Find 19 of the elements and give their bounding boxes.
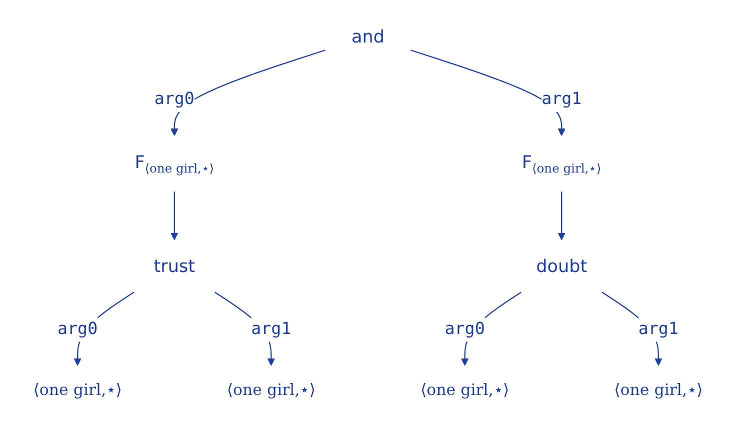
node-text: and (352, 26, 384, 48)
edge-label: arg1 (542, 90, 582, 109)
edge-label: arg0 (444, 319, 485, 339)
arrow (558, 192, 566, 240)
arrow (410, 50, 566, 136)
edge-label: arg1 (251, 319, 292, 339)
node-text: ⟨one girl,⋆⟩ (420, 381, 510, 400)
edge-label: arg1 (638, 319, 678, 339)
node-text: doubt (536, 256, 588, 277)
node-text: ⟨one girl,⋆⟩ (614, 381, 703, 400)
arrow (170, 50, 326, 136)
edge-label: arg0 (154, 90, 194, 109)
node-text: F$_{⟨one girl,⋆⟩}$ (134, 152, 214, 176)
node-text: ⟨one girl,⋆⟩ (226, 381, 316, 400)
node-text: F$_{⟨one girl,⋆⟩}$ (522, 152, 602, 176)
arrow (170, 192, 178, 240)
node-text: trust (154, 256, 195, 277)
edge-label: arg0 (58, 319, 98, 339)
node-text: ⟨one girl,⋆⟩ (33, 381, 122, 400)
